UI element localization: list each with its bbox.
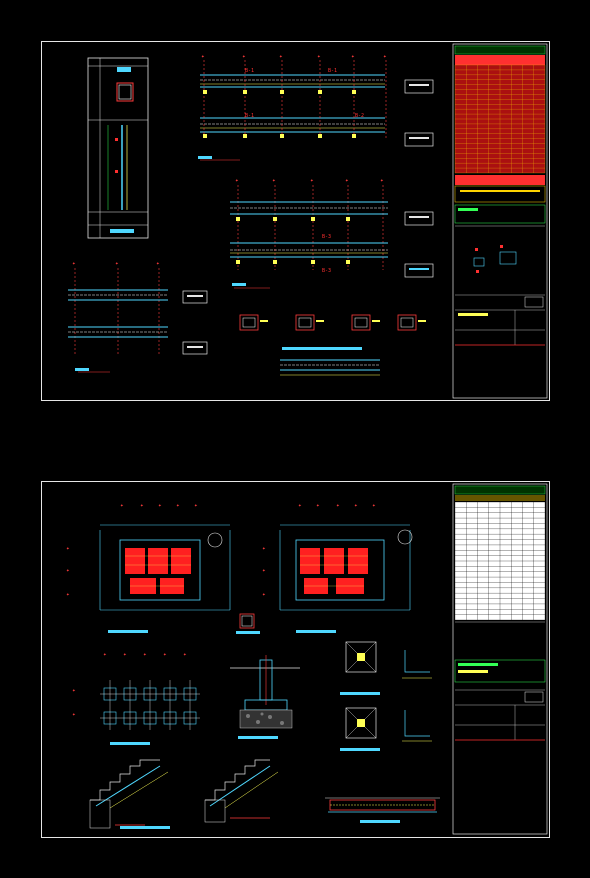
svg-text:✦: ✦ (72, 711, 76, 718)
svg-text:✦: ✦ (310, 177, 314, 184)
svg-text:✦: ✦ (317, 53, 321, 60)
svg-text:✦: ✦ (194, 502, 198, 509)
svg-text:✦: ✦ (72, 260, 76, 267)
svg-text:B-1: B-1 (245, 113, 254, 119)
stair-section-left (89, 759, 170, 829)
svg-text:B-1: B-1 (245, 68, 254, 74)
svg-text:B-3: B-3 (322, 234, 331, 240)
svg-text:✦: ✦ (183, 651, 187, 658)
svg-text:✦: ✦ (66, 591, 70, 598)
svg-text:✦: ✦ (115, 260, 119, 267)
footing-grid-plan: ✦ ✦ ✦ ✦ ✦ ✦ ✦ (72, 651, 200, 745)
column-detail-panel (87, 57, 149, 239)
svg-text:B-3: B-3 (322, 268, 331, 274)
detail-callout-boxes-1 (404, 79, 434, 147)
svg-text:✦: ✦ (66, 567, 70, 574)
title-block-1 (452, 43, 548, 399)
svg-text:✦: ✦ (103, 651, 107, 658)
svg-text:✦: ✦ (72, 687, 76, 694)
svg-text:✦: ✦ (163, 651, 167, 658)
column-section-detail (236, 613, 260, 634)
svg-text:✦: ✦ (120, 502, 124, 509)
beam-elevation-3: ✦ ✦ ✦ (68, 260, 208, 373)
beam-elevation-2: ✦✦ ✦✦ ✦ B-3B-3 (230, 177, 388, 289)
svg-text:✦: ✦ (354, 502, 358, 509)
svg-text:✦: ✦ (336, 502, 340, 509)
footing-detail-plans (340, 641, 432, 751)
svg-text:✦: ✦ (372, 502, 376, 509)
stair-section-right (204, 759, 279, 823)
foundation-plan-left: ✦ ✦ ✦ ✦ ✦ ✦ ✦ ✦ (66, 502, 231, 633)
svg-text:✦: ✦ (279, 53, 283, 60)
svg-text:B-2: B-2 (355, 113, 364, 119)
svg-text:✦: ✦ (66, 545, 70, 552)
svg-text:✦: ✦ (383, 53, 387, 60)
drawing-sheet-1 (41, 41, 550, 401)
detail-callout-boxes-2 (404, 211, 434, 278)
svg-text:✦: ✦ (380, 177, 384, 184)
svg-text:✦: ✦ (262, 567, 266, 574)
svg-text:✦: ✦ (262, 545, 266, 552)
beam-sections (239, 314, 426, 376)
svg-text:✦: ✦ (156, 260, 160, 267)
svg-text:B-1: B-1 (328, 68, 337, 74)
footing-elevation (230, 655, 300, 739)
svg-text:✦: ✦ (345, 177, 349, 184)
beam-bottom-detail (325, 797, 440, 823)
svg-text:✦: ✦ (351, 53, 355, 60)
svg-text:✦: ✦ (272, 177, 276, 184)
title-block-2 (452, 483, 548, 835)
svg-text:✦: ✦ (235, 177, 239, 184)
svg-text:✦: ✦ (298, 502, 302, 509)
svg-text:✦: ✦ (201, 53, 205, 60)
svg-text:✦: ✦ (176, 502, 180, 509)
svg-text:✦: ✦ (242, 53, 246, 60)
foundation-plan-right: ✦ ✦ ✦ ✦ ✦ ✦ ✦ ✦ (262, 502, 413, 633)
svg-text:✦: ✦ (316, 502, 320, 509)
svg-text:✦: ✦ (262, 591, 266, 598)
svg-text:✦: ✦ (143, 651, 147, 658)
svg-text:✦: ✦ (140, 502, 144, 509)
svg-text:✦: ✦ (123, 651, 127, 658)
drawing-sheet-2 (41, 481, 550, 838)
svg-text:✦: ✦ (158, 502, 162, 509)
